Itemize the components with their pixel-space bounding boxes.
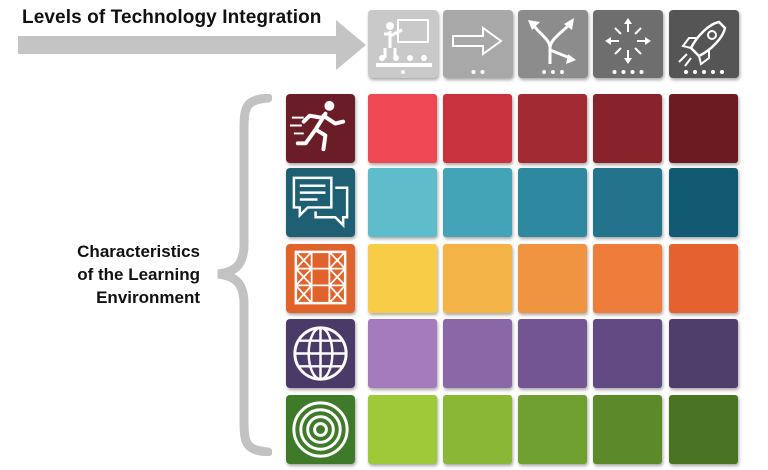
level-tile-4 bbox=[593, 10, 663, 78]
grid-cell-r1-c5 bbox=[669, 94, 738, 163]
grid-cell-r2-c1 bbox=[368, 168, 437, 237]
grid-cell-r5-c4 bbox=[593, 395, 662, 464]
level-tile-5 bbox=[669, 10, 739, 78]
grid-cell-r1-c2 bbox=[443, 94, 512, 163]
grid-cell-r1-c3 bbox=[518, 94, 587, 163]
grid-cell-r2-c5 bbox=[669, 168, 738, 237]
grid-cell-r4-c2 bbox=[443, 319, 512, 388]
grid-cell-r5-c5 bbox=[669, 395, 738, 464]
scaffold-icon bbox=[294, 250, 347, 305]
level-tile-3 bbox=[518, 10, 588, 78]
grid-cell-r3-c2 bbox=[443, 244, 512, 313]
grid-cell-r1-c1 bbox=[368, 94, 437, 163]
row-icon-4 bbox=[286, 319, 355, 388]
grid-cell-r3-c1 bbox=[368, 244, 437, 313]
grid-cell-r5-c2 bbox=[443, 395, 512, 464]
row-icon-1 bbox=[286, 94, 355, 163]
grid-cell-r4-c1 bbox=[368, 319, 437, 388]
curly-brace bbox=[217, 94, 272, 456]
row-icon-2 bbox=[286, 168, 355, 237]
expanding-arrows-icon bbox=[605, 18, 651, 74]
characteristics-label: Characteristics of the Learning Environm… bbox=[20, 240, 200, 309]
running-person-icon bbox=[289, 100, 346, 152]
grid-cell-r1-c4 bbox=[593, 94, 662, 163]
grid-cell-r4-c5 bbox=[669, 319, 738, 388]
chat-bubbles-icon bbox=[292, 176, 349, 229]
globe-icon bbox=[293, 326, 348, 381]
teacher-presenting-icon bbox=[376, 19, 432, 74]
grid-cell-r3-c4 bbox=[593, 244, 662, 313]
grid-cell-r4-c4 bbox=[593, 319, 662, 388]
level-tile-1 bbox=[368, 10, 438, 78]
arrow-right-icon bbox=[452, 26, 503, 74]
row-icon-5 bbox=[286, 395, 355, 464]
page-title: Levels of Technology Integration bbox=[22, 7, 322, 28]
branching-arrows-icon bbox=[528, 18, 576, 74]
characteristics-label-line-1: Characteristics bbox=[77, 242, 200, 261]
row-icon-3 bbox=[286, 244, 355, 313]
grid-cell-r5-c3 bbox=[518, 395, 587, 464]
grid-cell-r2-c2 bbox=[443, 168, 512, 237]
grid-cell-r2-c3 bbox=[518, 168, 587, 237]
level-tile-2 bbox=[443, 10, 513, 78]
grid-cell-r3-c5 bbox=[669, 244, 738, 313]
grid-cell-r2-c4 bbox=[593, 168, 662, 237]
target-icon bbox=[292, 401, 349, 458]
grid-cell-r3-c3 bbox=[518, 244, 587, 313]
progression-arrow-icon bbox=[18, 20, 366, 70]
grid-cell-r4-c3 bbox=[518, 319, 587, 388]
characteristics-label-line-2: of the Learning bbox=[77, 265, 200, 284]
grid-cell-r5-c1 bbox=[368, 395, 437, 464]
characteristics-label-line-3: Environment bbox=[96, 288, 200, 307]
rocket-icon bbox=[678, 20, 727, 74]
